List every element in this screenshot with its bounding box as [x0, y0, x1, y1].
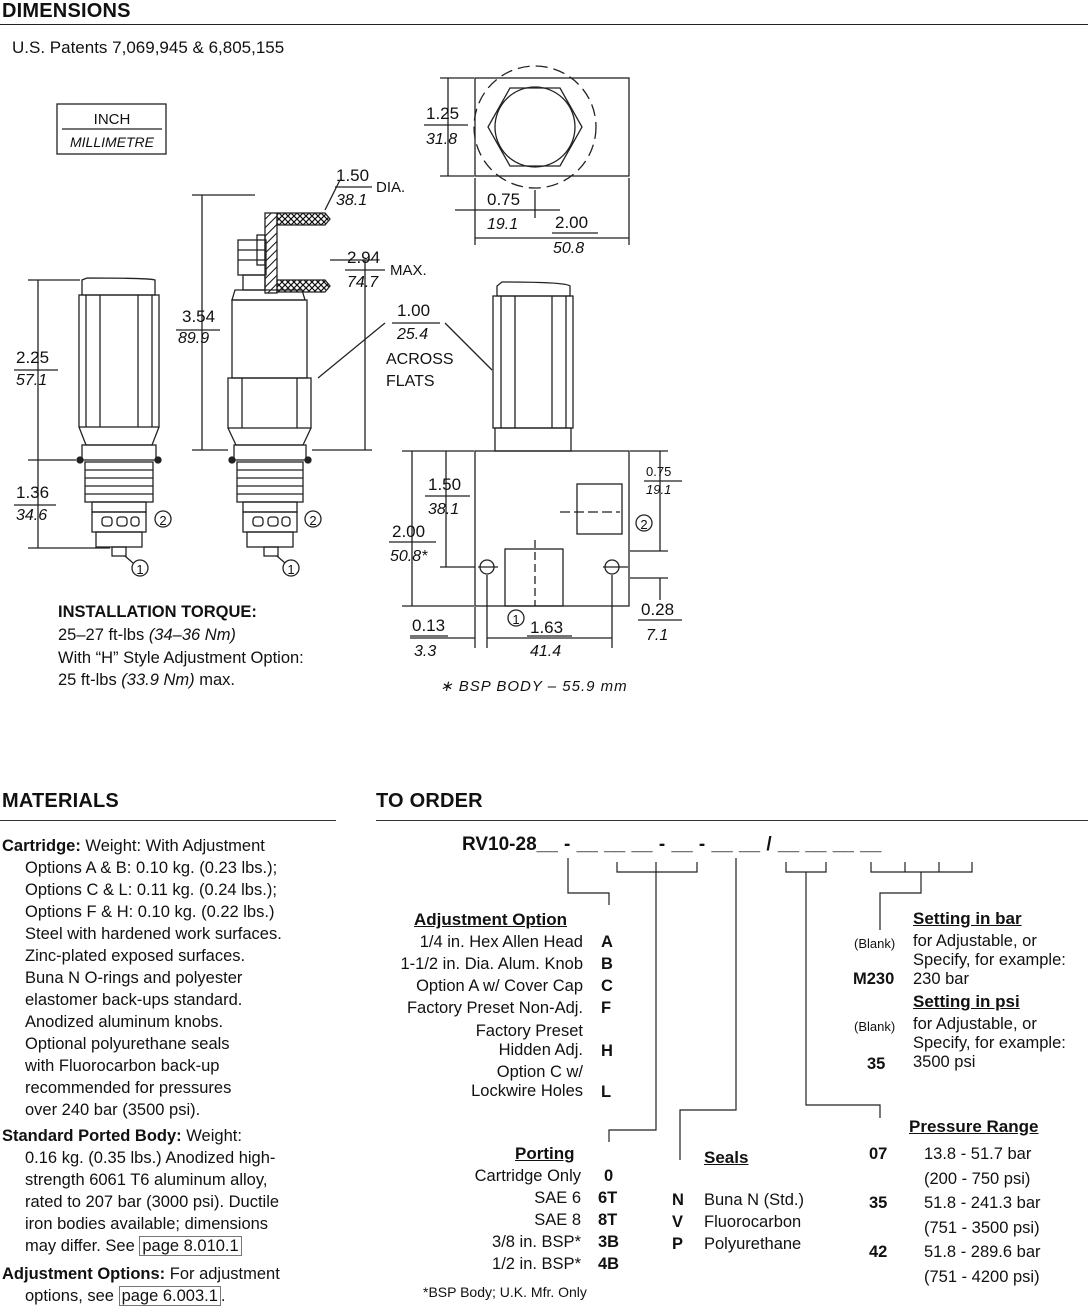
porting-labels: Cartridge Only SAE 6 SAE 8 3/8 in. BSP* …	[474, 1167, 581, 1273]
materials-body: Standard Ported Body: Weight: 0.16 kg. (…	[2, 1127, 280, 1256]
seals-codes: N V P	[672, 1191, 684, 1253]
torque-line-1: 25–27 ft-lbs (34–36 Nm)	[58, 626, 236, 644]
svg-text:1.63: 1.63	[530, 618, 563, 637]
svg-text:38.1: 38.1	[428, 501, 459, 518]
across-flats-callout: 1.00 25.4 ACROSS FLATS	[386, 301, 493, 390]
svg-text:2: 2	[159, 513, 166, 528]
pressure-codes: 07 35 42	[869, 1145, 888, 1261]
unit-legend-box: INCH MILLIMETRE	[56, 103, 167, 155]
svg-text:7.1: 7.1	[646, 627, 668, 644]
materials-cartridge: Cartridge: Weight: With Adjustment Optio…	[2, 837, 282, 1119]
section-title-to-order: TO ORDER	[376, 790, 483, 812]
svg-text:34.6: 34.6	[16, 507, 47, 524]
legend-inch: INCH	[94, 111, 131, 128]
svg-text:FLATS: FLATS	[386, 373, 435, 390]
section-title-dimensions: DIMENSIONS	[2, 0, 131, 22]
svg-text:1.50: 1.50	[336, 166, 369, 185]
pressure-values: 13.8 - 51.7 bar (200 - 750 psi) 51.8 - 2…	[924, 1145, 1041, 1286]
svg-text:89.9: 89.9	[178, 330, 209, 347]
svg-text:1.50: 1.50	[428, 475, 461, 494]
patents-text: U.S. Patents 7,069,945 & 6,805,155	[12, 38, 285, 57]
svg-text:3.3: 3.3	[414, 643, 436, 660]
svg-text:19.1: 19.1	[646, 482, 671, 497]
svg-text:3.54: 3.54	[182, 307, 215, 326]
svg-text:1: 1	[512, 612, 519, 627]
dimension-drawing: INCH MILLIMETRE 2.25 57.1 1.36 34.6 2	[14, 65, 682, 695]
seals-title: Seals	[704, 1148, 749, 1167]
adjustment-option-codes: A B C F H L	[601, 933, 613, 1101]
setting-psi-desc: for Adjustable, or Specify, for example:…	[913, 1015, 1066, 1071]
svg-text:41.4: 41.4	[530, 643, 561, 660]
setting-bar-example-code: M230	[853, 970, 895, 988]
svg-text:ACROSS: ACROSS	[386, 351, 454, 368]
adjustment-option-title: Adjustment Option	[414, 910, 567, 929]
svg-text:1: 1	[136, 562, 143, 577]
dims-cartridge-2: 3.54 89.9 2.94 74.7 MAX. 1.50 38.1 DIA. …	[176, 166, 427, 577]
svg-text:MAX.: MAX.	[390, 262, 427, 279]
svg-text:0.75: 0.75	[646, 464, 671, 479]
svg-text:2.00: 2.00	[555, 213, 588, 232]
setting-bar-blank: (Blank)	[854, 936, 896, 951]
setting-bar-title: Setting in bar	[913, 909, 1022, 928]
setting-bar-desc: for Adjustable, or Specify, for example:…	[913, 932, 1066, 988]
svg-text:0.13: 0.13	[412, 616, 445, 635]
svg-text:57.1: 57.1	[16, 372, 47, 389]
link-page-6-003-1[interactable]: page 6.003.1	[118, 1286, 221, 1306]
section-title-materials: MATERIALS	[2, 790, 119, 812]
svg-text:1.00: 1.00	[397, 301, 430, 320]
cartridge-view-2	[227, 212, 331, 557]
svg-text:19.1: 19.1	[487, 216, 518, 233]
model-code: RV10-28__ - __ __ __ - __ - __ __ / __ _…	[462, 834, 882, 855]
dims-cartridge-1: 2.25 57.1 1.36 34.6 2 1	[14, 279, 172, 577]
adjustment-option-labels: 1/4 in. Hex Allen Head 1-1/2 in. Dia. Al…	[400, 933, 583, 1100]
order-rule	[376, 820, 1088, 821]
top-view: 1.25 31.8 0.75 19.1 2.00 50.8	[424, 65, 630, 257]
svg-text:38.1: 38.1	[336, 192, 367, 209]
svg-text:50.8*: 50.8*	[390, 548, 428, 565]
materials-adjustment: Adjustment Options: For adjustment optio…	[2, 1265, 280, 1306]
svg-text:25.4: 25.4	[396, 326, 428, 343]
svg-text:1.36: 1.36	[16, 483, 49, 502]
torque-line-3: 25 ft-lbs (33.9 Nm) max.	[58, 671, 235, 689]
porting-title: Porting	[515, 1144, 575, 1163]
seals-labels: Buna N (Std.) Fluorocarbon Polyurethane	[704, 1191, 804, 1253]
setting-psi-title: Setting in psi	[913, 992, 1020, 1011]
setting-psi-blank: (Blank)	[854, 1019, 896, 1034]
svg-text:50.8: 50.8	[553, 240, 584, 257]
svg-text:31.8: 31.8	[426, 131, 457, 148]
svg-text:74.7: 74.7	[347, 274, 379, 291]
svg-text:1: 1	[287, 562, 294, 577]
body-assembly-view: 1.50 38.1 2.00 50.8* 0.75 19.1 2 0.28 7.…	[389, 281, 682, 695]
legend-mm: MILLIMETRE	[70, 134, 155, 150]
cartridge-view-1	[76, 277, 162, 557]
torque-title: INSTALLATION TORQUE:	[58, 603, 257, 621]
svg-text:DIA.: DIA.	[376, 179, 405, 196]
torque-line-2: With “H” Style Adjustment Option:	[58, 649, 304, 667]
svg-text:2: 2	[640, 517, 647, 532]
svg-text:0.28: 0.28	[641, 600, 674, 619]
header-rule	[0, 24, 1088, 25]
pressure-range-title: Pressure Range	[909, 1117, 1039, 1136]
svg-text:2.25: 2.25	[16, 348, 49, 367]
svg-text:1.25: 1.25	[426, 104, 459, 123]
svg-text:2.00: 2.00	[392, 522, 425, 541]
porting-codes: 0 6T 8T 3B 4B	[598, 1167, 620, 1273]
svg-text:2: 2	[309, 513, 316, 528]
svg-text:0.75: 0.75	[487, 190, 520, 209]
materials-rule	[0, 820, 336, 821]
svg-text:2.94: 2.94	[347, 248, 380, 267]
link-page-8-010-1[interactable]: page 8.010.1	[139, 1236, 242, 1256]
bsp-body-note: ∗ BSP BODY – 55.9 mm	[440, 678, 628, 695]
setting-psi-example-code: 35	[867, 1055, 886, 1073]
bsp-footnote: *BSP Body; U.K. Mfr. Only	[423, 1284, 587, 1300]
